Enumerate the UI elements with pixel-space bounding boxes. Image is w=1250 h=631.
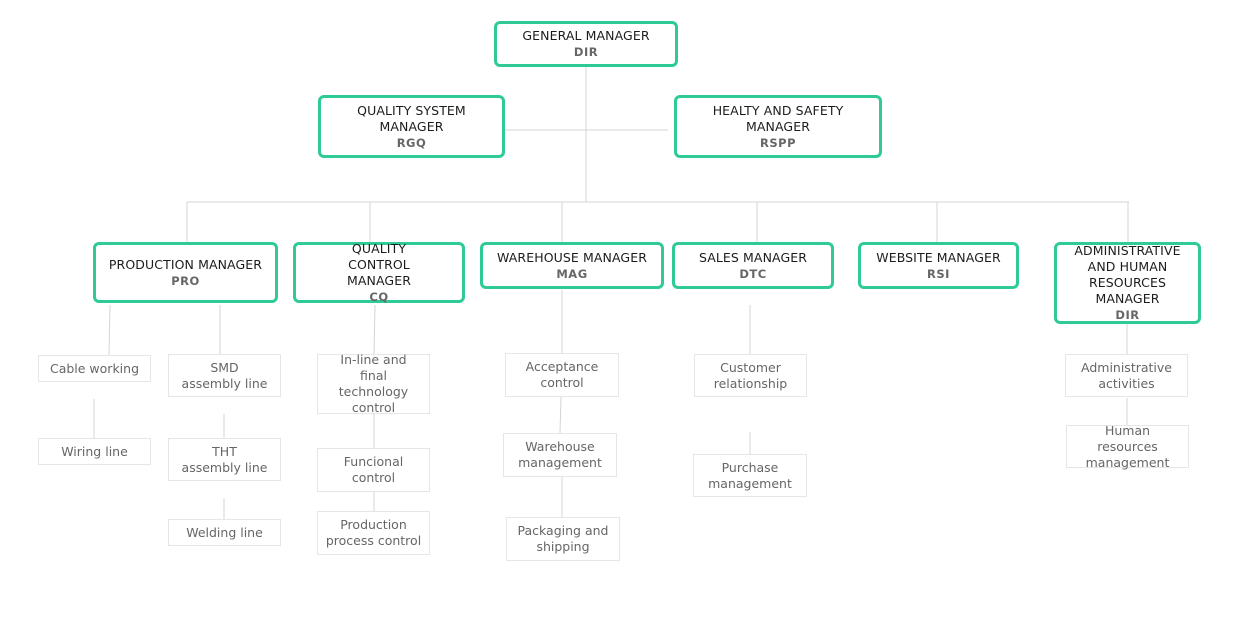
general-manager-box: GENERAL MANAGER DIR [494,21,678,67]
manager-code: DTC [739,266,767,281]
manager-code: DIR [1115,308,1140,322]
health-safety-manager-box: HEALTY AND SAFETY MANAGER RSPP [674,95,882,158]
manager-code: DIR [573,45,599,59]
activity-customer-relationship: Customer relationship [694,354,807,397]
manager-title: PRODUCTION MANAGER [108,256,263,272]
sales-manager-box: SALES MANAGER DTC [672,242,834,289]
activity-wiring-line: Wiring line [38,438,151,465]
activity-inline-final-control: In-line and final technology control [317,352,430,415]
manager-title: WAREHOUSE MANAGER [497,249,647,265]
production-manager-box: PRODUCTION MANAGER PRO [93,242,278,303]
activity-purchase-management: Purchase management [693,454,807,497]
activity-smd-assembly-line: SMD assembly line [168,354,281,397]
manager-title: ADMINISTRATIVE AND HUMAN RESOURCES MANAG… [1074,243,1181,306]
quality-system-manager-box: QUALITY SYSTEM MANAGER RGQ [318,95,505,158]
manager-title: WEBSITE MANAGER [876,249,1001,265]
activity-production-process-control: Production process control [317,511,430,555]
manager-title: QUALITY SYSTEM MANAGER [357,102,466,134]
activity-functional-control: Funcional control [317,448,430,492]
manager-title: QUALITY CONTROL MANAGER [347,240,411,288]
manager-code: PRO [171,273,200,288]
activity-cable-working: Cable working [38,355,151,382]
activity-warehouse-management: Warehouse management [503,433,617,477]
activity-acceptance-control: Acceptance control [505,353,619,397]
manager-code: RSI [927,266,950,281]
manager-code: CQ [369,289,389,304]
activity-tht-assembly-line: THT assembly line [168,438,281,481]
manager-title: SALES MANAGER [698,249,808,265]
manager-code: MAG [556,266,588,281]
activity-human-resources-management: Human resources management [1066,423,1189,470]
website-manager-box: WEBSITE MANAGER RSI [858,242,1019,289]
manager-code: RSPP [760,135,796,150]
manager-title: GENERAL MANAGER [522,28,650,43]
activity-administrative: Administrative activities [1065,354,1188,397]
warehouse-manager-box: WAREHOUSE MANAGER MAG [480,242,664,289]
manager-title: HEALTY AND SAFETY MANAGER [712,102,844,134]
activity-packaging-shipping: Packaging and shipping [506,517,620,561]
manager-code: RGQ [396,135,427,150]
admin-hr-manager-box: ADMINISTRATIVE AND HUMAN RESOURCES MANAG… [1054,242,1201,324]
quality-control-manager-box: QUALITY CONTROL MANAGER CQ [293,240,465,304]
activity-welding-line: Welding line [168,519,281,546]
